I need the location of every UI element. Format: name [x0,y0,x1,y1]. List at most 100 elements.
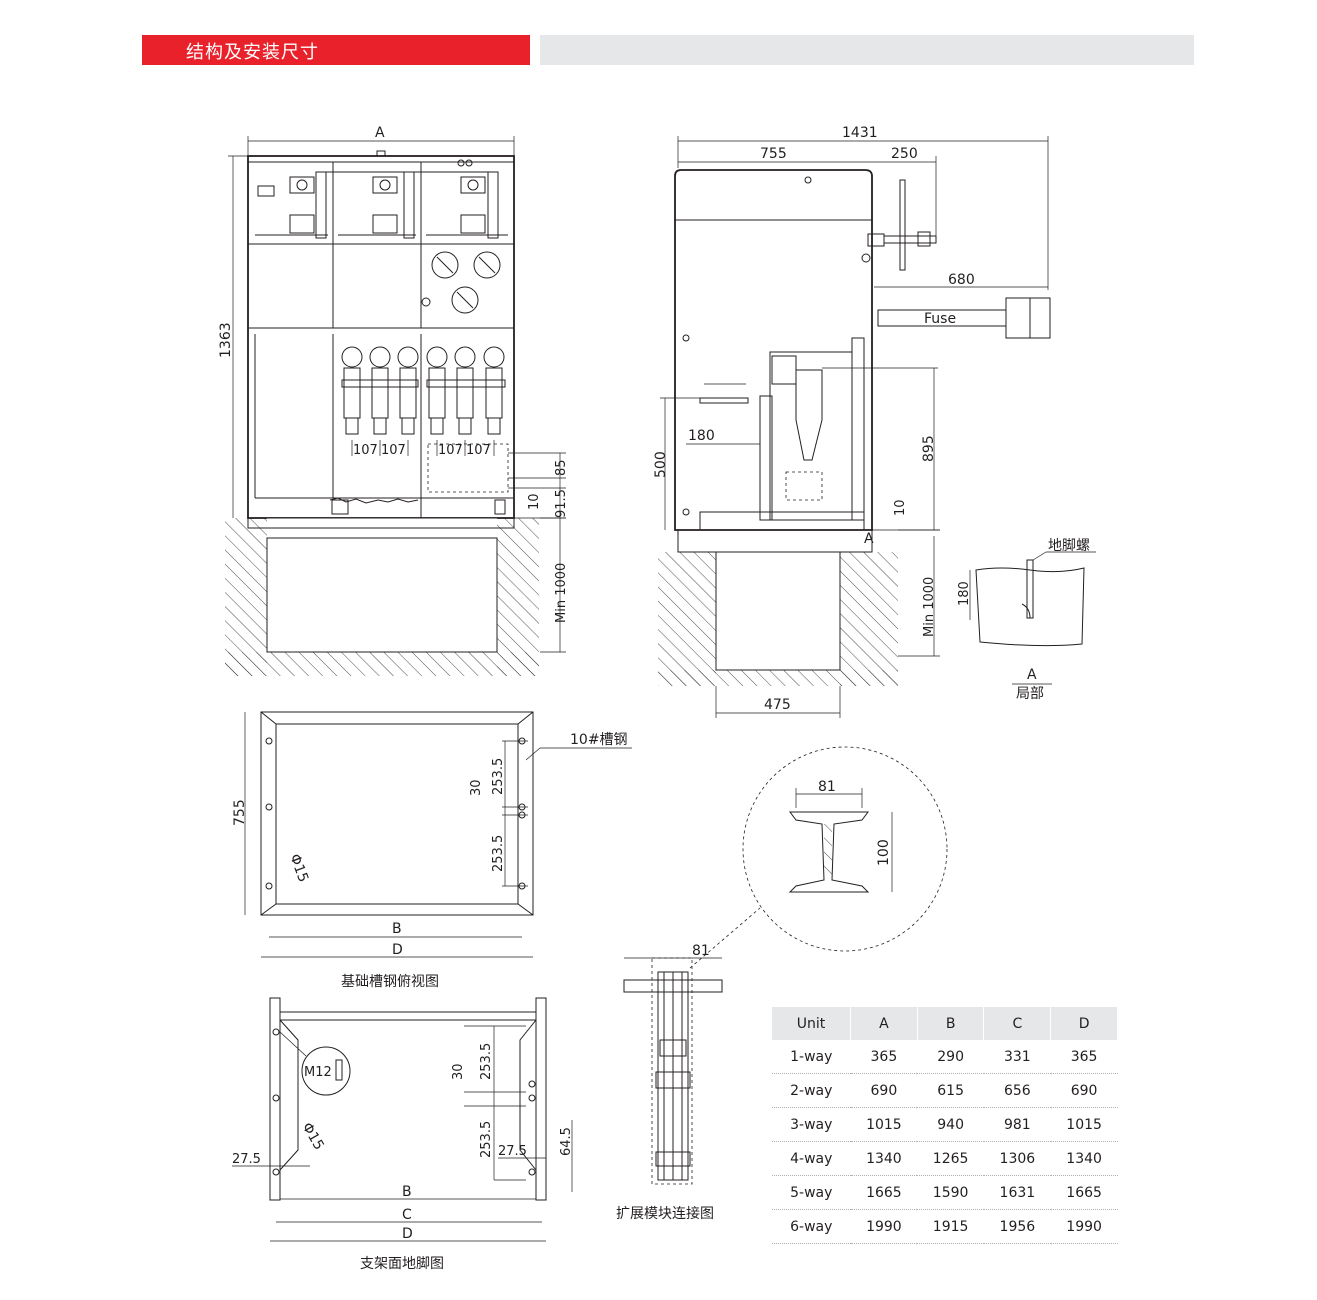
dim-10-side: 10 [893,499,908,516]
dim-253-5-base-1: 253.5 [491,758,506,795]
col-header-d: D [1050,1007,1118,1040]
header-bar [540,35,1194,65]
dim-c-footing: C [402,1207,412,1223]
col-header-a: A [850,1007,918,1040]
dim-107-3: 107 [438,443,463,458]
table-cell: 1665 [1050,1175,1118,1210]
table-cell: 6-way [772,1209,851,1244]
dim-680: 680 [948,272,975,288]
table-cell: 1340 [850,1141,918,1176]
table-cell: 1631 [983,1175,1051,1210]
table-cell: 1015 [1050,1107,1118,1142]
table-cell: 5-way [772,1175,851,1210]
dim-755: 755 [760,146,787,162]
dim-min-1000-side: Min 1000 [922,577,937,637]
section-header: 结构及安装尺寸 [142,35,530,65]
table-cell: 1915 [917,1209,984,1244]
col-header-c: C [983,1007,1052,1040]
table-cell: 290 [917,1040,984,1074]
table-cell: 3-way [772,1107,851,1142]
table-cell: 2-way [772,1073,851,1108]
dim-107-4: 107 [466,443,491,458]
dim-81-ext: 81 [692,943,710,959]
dim-30-footing: 30 [451,1063,466,1080]
col-header-b: B [917,1007,985,1040]
dim-m12: M12 [304,1065,332,1080]
channel-label: 10#槽钢 [570,732,628,748]
base-caption: 基础槽钢俯视图 [341,973,439,990]
side-view: 1431 755 250 680 Fuse [653,125,1051,718]
dim-a: A [375,125,385,141]
dim-64-5: 64.5 [559,1127,574,1156]
detail-caption: 局部 [1016,686,1044,702]
table-cell: 365 [850,1040,918,1074]
table-cell: 331 [983,1040,1051,1074]
table-header-row: Unit A B C D [772,1007,1118,1040]
dim-27-5-left: 27.5 [232,1152,261,1167]
dim-min-1000-front: Min 1000 [554,563,569,623]
dim-180-side: 180 [688,428,715,444]
table-cell: 1990 [850,1209,918,1244]
dim-30-base: 30 [469,779,484,796]
dim-phi15-base: Φ15 [286,852,311,885]
dim-85: 85 [554,459,569,476]
footing-view: M12 Φ15 253.5 253.5 30 27.5 27.5 64.5 B … [232,997,574,1272]
table-cell: 1590 [917,1175,984,1210]
marker-a: A [864,531,874,547]
detail-a: 地脚螺 180 A 局部 [957,538,1096,702]
table-cell: 940 [917,1107,984,1142]
base-top-view: 755 Φ15 253.5 253.5 30 10#槽钢 B D 基础槽钢俯视图 [232,711,632,990]
detail-letter: A [1027,667,1037,683]
dim-755-base: 755 [232,799,248,826]
extension-view: 81 扩展模块连接图 [616,943,723,1222]
dim-475: 475 [764,697,791,713]
dim-107-1: 107 [353,443,378,458]
table-cell: 1265 [917,1141,984,1176]
fuse-label: Fuse [924,311,956,327]
table-cell: 1-way [772,1040,851,1074]
dim-b-base: B [392,921,402,937]
section-title: 结构及安装尺寸 [186,42,319,63]
dim-895: 895 [921,435,937,462]
dim-b-footing: B [402,1184,412,1200]
dim-phi15-footing: Φ15 [299,1120,327,1153]
table-cell: 1665 [850,1175,918,1210]
dim-250: 250 [891,146,918,162]
channel-detail: 81 100 [689,746,948,969]
dim-d-footing: D [402,1226,413,1242]
dim-1363: 1363 [218,322,234,358]
dim-1431: 1431 [842,125,878,141]
table-cell: 690 [1050,1073,1118,1108]
dim-500: 500 [653,451,669,478]
dim-10: 10 [527,493,542,510]
table-cell: 1990 [1050,1209,1118,1244]
extension-caption: 扩展模块连接图 [616,1205,714,1222]
front-view: A 1363 [218,125,569,676]
table-cell: 365 [1050,1040,1118,1074]
table-cell: 1015 [850,1107,918,1142]
col-header-unit: Unit [772,1007,852,1040]
table-cell: 1306 [983,1141,1051,1176]
dim-253-5-footing-2: 253.5 [479,1121,494,1158]
dim-253-5-footing-1: 253.5 [479,1043,494,1080]
footing-caption: 支架面地脚图 [360,1256,444,1272]
dim-253-5-base-2: 253.5 [491,835,506,872]
detail-bolt-label: 地脚螺 [1048,538,1090,554]
dim-d-base: D [392,942,403,958]
dim-180-detail: 180 [957,581,972,606]
dim-81-channel: 81 [818,779,836,795]
dim-91-5: 91.5 [554,489,569,518]
table-cell: 1956 [983,1209,1051,1244]
table-cell: 615 [917,1073,984,1108]
table-cell: 1340 [1050,1141,1118,1176]
dim-100-channel: 100 [876,839,892,866]
table-cell: 981 [983,1107,1051,1142]
